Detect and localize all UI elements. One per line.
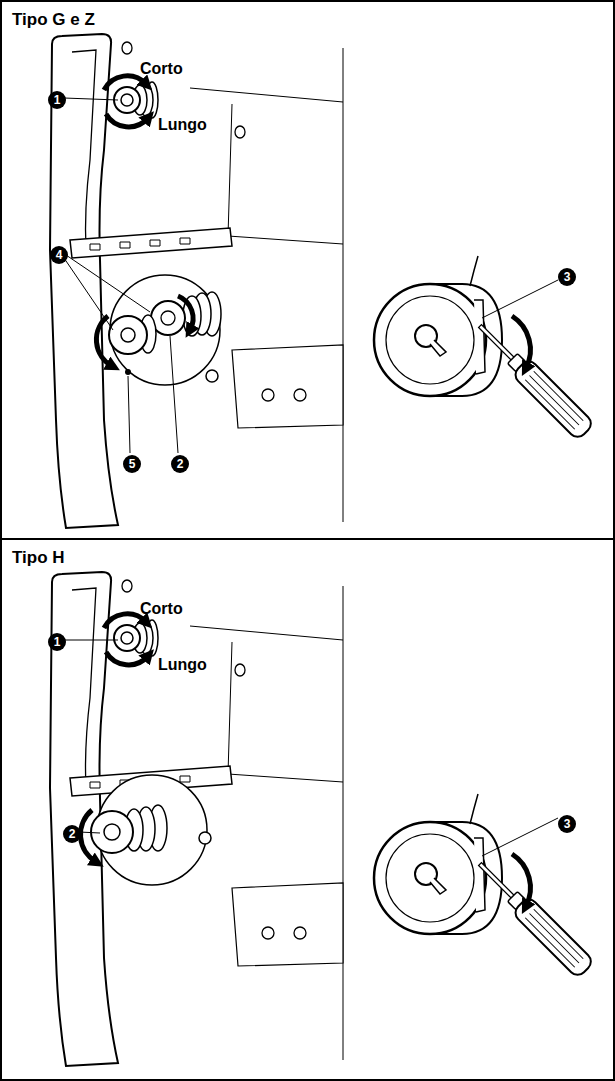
callout-number: 2 — [177, 458, 184, 470]
rotation-arrow — [80, 810, 96, 862]
callout-circle: 1 — [48, 633, 66, 651]
direction-label: Corto — [140, 60, 183, 78]
callout-circle: 3 — [558, 815, 576, 833]
type-panel: Tipo G e Z 1 4 3 5 2 — [0, 0, 615, 540]
leader-line — [64, 640, 118, 833]
panel-illustration — [50, 572, 595, 1066]
tension-knob — [109, 316, 147, 354]
rotation-arrow — [178, 296, 193, 330]
guide-holes — [90, 238, 190, 250]
guide-bar — [70, 228, 232, 258]
screw — [199, 832, 211, 844]
callout-number: 1 — [54, 636, 61, 648]
panel-illustration — [50, 572, 595, 1066]
callout-circle: 5 — [123, 455, 141, 473]
base-plate — [110, 275, 220, 385]
knob-center — [161, 311, 175, 325]
callout-circle: 2 — [63, 825, 81, 843]
pin — [125, 369, 131, 375]
leader-line — [64, 98, 178, 453]
callout-number: 1 — [54, 94, 61, 106]
callout-circle: 4 — [50, 246, 68, 264]
knob-center — [104, 824, 120, 840]
direction-label: Lungo — [158, 656, 207, 674]
lower-tension-assembly — [64, 98, 232, 453]
screw — [206, 370, 218, 382]
base-plate — [97, 775, 207, 885]
callout-number: 4 — [56, 249, 63, 261]
callout-circle: 3 — [558, 268, 576, 286]
panel-title: Tipo G e Z — [12, 10, 95, 30]
callout-number: 3 — [564, 818, 571, 830]
callout-number: 3 — [564, 271, 571, 283]
tension-knob — [91, 811, 133, 853]
callout-number: 5 — [129, 458, 136, 470]
callout-number: 2 — [69, 828, 76, 840]
type-panel: Tipo H 1 3 2 — [0, 538, 615, 1081]
panel-title: Tipo H — [12, 548, 65, 568]
callout-circle: 2 — [171, 455, 189, 473]
panel-illustration — [50, 34, 595, 528]
callout-circle: 1 — [48, 91, 66, 109]
knob-center — [121, 328, 135, 342]
direction-label: Lungo — [158, 116, 207, 134]
rotation-arrow — [96, 316, 112, 366]
direction-label: Corto — [140, 600, 183, 618]
